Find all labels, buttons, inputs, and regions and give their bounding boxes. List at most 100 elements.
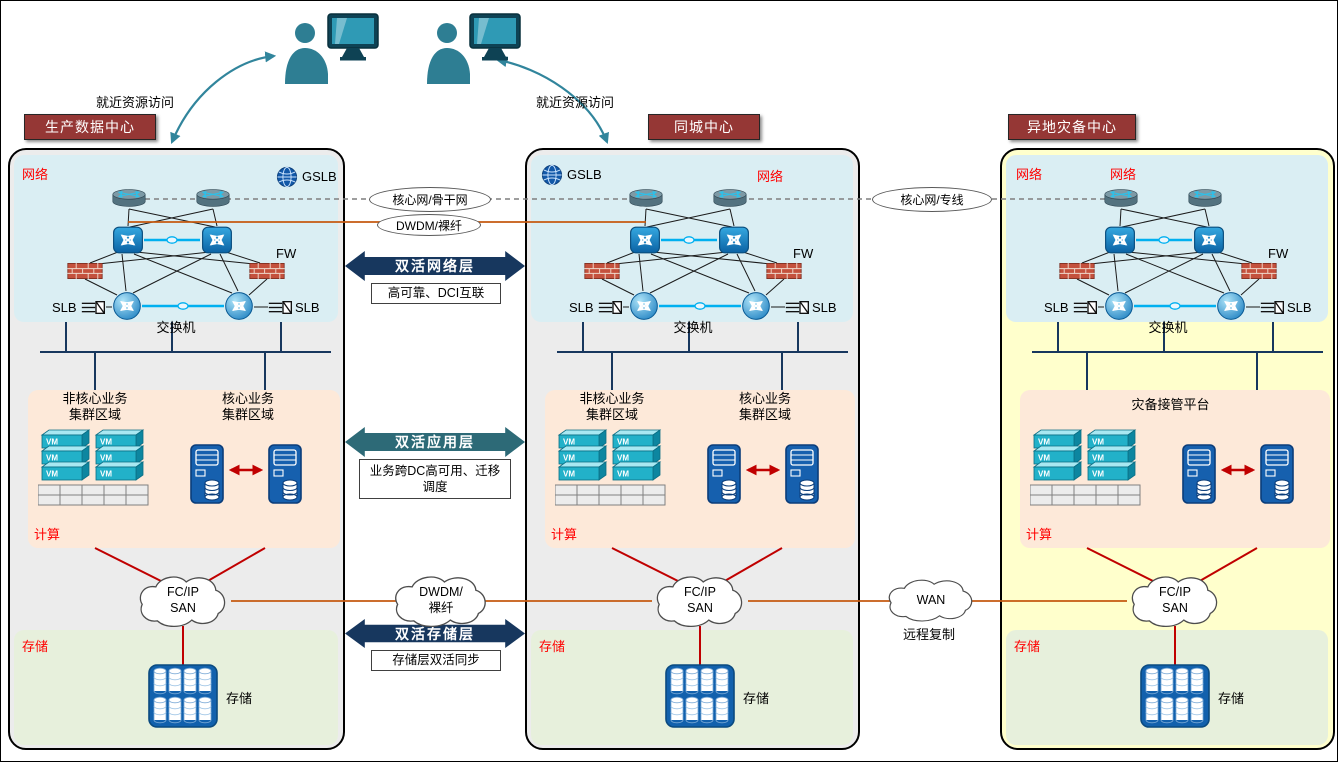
dwdm-cloud-label: DWDM/ 裸纤 xyxy=(419,585,463,615)
compute-zone-label: 计算 xyxy=(34,527,61,542)
core-switch-icon xyxy=(718,226,750,254)
firewall-icon xyxy=(1241,263,1277,279)
noncore-cluster-label: 非核心业务 集群区域 xyxy=(62,391,128,423)
router-icon xyxy=(712,187,748,209)
storage-device-label: 存储 xyxy=(226,691,253,706)
core-switch-icon xyxy=(201,226,233,254)
router-icon xyxy=(195,187,231,209)
slb-label: SLB xyxy=(1044,300,1069,315)
core-cluster-label: 核心业务 集群区域 xyxy=(738,391,791,423)
fw-label: FW xyxy=(1268,246,1289,261)
slb-icon xyxy=(81,300,106,315)
dr-platform-label: 灾备接管平台 xyxy=(1131,397,1210,412)
storage-array-icon xyxy=(148,664,218,728)
core-cluster-label: 核心业务 集群区域 xyxy=(221,391,274,423)
noncore-cluster-label: 非核心业务 集群区域 xyxy=(579,391,645,423)
core-leased-line-ellipse: 核心网/专线 xyxy=(872,187,992,212)
gslb-label: GSLB xyxy=(567,167,602,182)
slb-label: SLB xyxy=(812,300,837,315)
slb-icon xyxy=(268,300,293,315)
fw-label: FW xyxy=(276,246,297,261)
firewall-icon xyxy=(67,263,103,279)
storage-layer-subtitle: 存储层双活同步 xyxy=(371,650,501,671)
compute-zone-label: 计算 xyxy=(551,527,578,542)
access-switch-icon xyxy=(112,291,142,321)
gslb-label: GSLB xyxy=(302,169,337,184)
core-backbone-ellipse: 核心网/骨干网 xyxy=(369,187,491,212)
wan-cloud: WAN xyxy=(884,576,978,624)
vm-cluster-icon xyxy=(555,421,667,507)
firewall-icon xyxy=(584,263,620,279)
storage-device-label: 存储 xyxy=(743,691,770,706)
core-switch-icon xyxy=(1193,226,1225,254)
network-zone-label: 网络 xyxy=(22,167,49,182)
compute-zone-label: 计算 xyxy=(1026,527,1053,542)
wan-cloud-label: WAN xyxy=(916,593,946,607)
access-label-right: 就近资源访问 xyxy=(536,95,615,110)
access-label-left: 就近资源访问 xyxy=(96,95,175,110)
slb-label: SLB xyxy=(295,300,320,315)
dwdm-fiber-cloud: DWDM/ 裸纤 xyxy=(390,572,492,630)
storage-zone-label: 存储 xyxy=(22,639,49,654)
slb-label: SLB xyxy=(52,300,77,315)
vm-cluster-icon xyxy=(1030,421,1142,507)
storage-zone-label: 存储 xyxy=(1014,639,1041,654)
access-switch-icon xyxy=(1104,291,1134,321)
server-pair-icon xyxy=(1182,444,1294,506)
network-zone xyxy=(1006,155,1328,322)
access-switch-icon xyxy=(1216,291,1246,321)
gslb-globe-icon xyxy=(541,164,563,186)
user-person-icon xyxy=(423,22,473,84)
slb-icon xyxy=(1260,300,1285,315)
gslb-globe-icon xyxy=(276,166,298,188)
slb-label: SLB xyxy=(1287,300,1312,315)
core-switch-icon xyxy=(1104,226,1136,254)
access-switch-icon xyxy=(224,291,254,321)
switch-label: 交换机 xyxy=(673,320,713,335)
firewall-icon xyxy=(249,263,285,279)
app-layer-subtitle: 业务跨DC高可用、迁移调度 xyxy=(359,459,511,499)
slb-icon xyxy=(1073,300,1098,315)
firewall-icon xyxy=(766,263,802,279)
monitor-icon xyxy=(327,13,379,61)
switch-label: 交换机 xyxy=(1148,320,1188,335)
fc-ip-san-cloud: FC/IP SAN xyxy=(652,572,748,630)
router-icon xyxy=(1103,187,1139,209)
san-cloud-label: FC/IP SAN xyxy=(684,585,716,615)
switch-label: 交换机 xyxy=(156,320,196,335)
user-person-icon xyxy=(281,22,331,84)
router-icon xyxy=(1187,187,1223,209)
router-icon xyxy=(111,187,147,209)
san-cloud-label: FC/IP SAN xyxy=(167,585,199,615)
storage-array-icon xyxy=(665,664,735,728)
server-pair-icon xyxy=(190,444,302,506)
storage-device-label: 存储 xyxy=(1218,691,1245,706)
dc-title-dr: 异地灾备中心 xyxy=(1008,114,1136,140)
access-switch-icon xyxy=(629,291,659,321)
monitor-icon xyxy=(469,13,521,61)
firewall-icon xyxy=(1059,263,1095,279)
dwdm-fiber-ellipse: DWDM/裸纤 xyxy=(377,214,481,236)
remote-replication-label: 远程复制 xyxy=(903,627,956,642)
dc-title-metro: 同城中心 xyxy=(648,114,760,140)
core-switch-icon xyxy=(629,226,661,254)
server-pair-icon xyxy=(707,444,819,506)
vm-cluster-icon xyxy=(38,421,150,507)
access-switch-icon xyxy=(741,291,771,321)
outer-frame xyxy=(0,0,1338,762)
router-icon xyxy=(628,187,664,209)
network-zone-label: 网络 xyxy=(1110,167,1137,182)
san-cloud-label: FC/IP SAN xyxy=(1159,585,1191,615)
fw-label: FW xyxy=(793,246,814,261)
network-layer-subtitle: 高可靠、DCI互联 xyxy=(371,283,501,304)
storage-zone-label: 存储 xyxy=(539,639,566,654)
network-zone-label: 网络 xyxy=(757,169,784,184)
fc-ip-san-cloud: FC/IP SAN xyxy=(1127,572,1223,630)
slb-icon xyxy=(785,300,810,315)
slb-icon xyxy=(598,300,623,315)
network-zone-label: 网络 xyxy=(1016,167,1043,182)
core-switch-icon xyxy=(112,226,144,254)
fc-ip-san-cloud: FC/IP SAN xyxy=(135,572,231,630)
storage-array-icon xyxy=(1140,664,1210,728)
